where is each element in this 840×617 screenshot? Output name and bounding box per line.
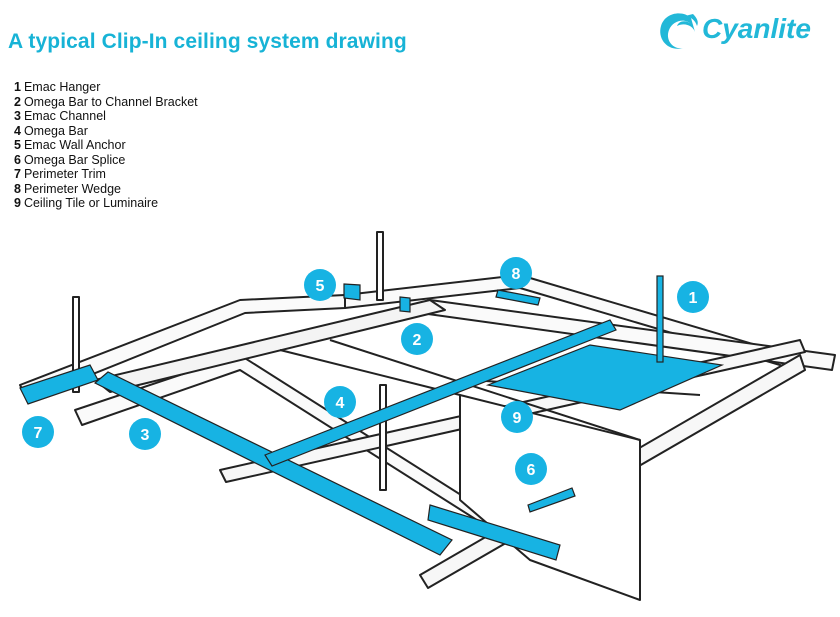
callout-5-number: 5 [316,278,325,295]
callout-2-number: 2 [413,332,422,349]
callout-4-number: 4 [336,395,345,412]
callout-6: 6 [515,453,547,485]
legend-label: Ceiling Tile or Luminaire [23,196,159,210]
callout-9: 9 [501,401,533,433]
legend-number: 1 [14,80,21,94]
wave-swirl-icon [660,13,698,49]
brand-logo: Cyanlite [655,6,830,56]
legend-label: Perimeter Trim [23,167,106,181]
callout-2: 2 [401,323,433,355]
legend-number: 3 [14,109,21,123]
callout-4: 4 [324,386,356,418]
legend-label: Emac Hanger [23,80,101,94]
legend-label: Emac Channel [23,109,106,123]
legend-number: 8 [14,181,21,196]
callout-3: 3 [129,418,161,450]
legend-label: Perimeter Wedge [23,181,121,196]
legend-number: 7 [14,167,21,181]
callout-9-number: 9 [513,410,522,427]
legend-number: 6 [14,152,21,167]
callout-5: 5 [304,269,336,301]
callout-markers: 1 2 3 4 5 6 7 8 9 [22,257,709,485]
callout-8-number: 8 [512,266,521,283]
legend-label: Omega Bar [23,123,88,138]
callout-6-number: 6 [527,462,536,479]
legend-number: 5 [14,138,21,152]
legend-number: 9 [14,196,21,210]
callout-7-number: 7 [34,425,43,442]
ceiling-system-drawing: 1 2 3 4 5 6 7 8 9 [19,231,836,601]
callout-1: 1 [677,281,709,313]
blue-highlighted-parts [19,275,725,561]
legend-number: 4 [14,123,21,138]
legend-label: Omega Bar Splice [23,152,126,167]
legend-label: Emac Wall Anchor [23,138,126,152]
page-title: A typical Clip-In ceiling system drawing [8,30,407,53]
legend-number: 2 [14,94,21,109]
callout-8: 8 [500,257,532,289]
callout-1-number: 1 [689,290,698,307]
callout-7: 7 [22,416,54,448]
brand-name: Cyanlite [702,13,811,44]
callout-3-number: 3 [141,427,150,444]
legend-label: Omega Bar to Channel Bracket [23,94,198,109]
